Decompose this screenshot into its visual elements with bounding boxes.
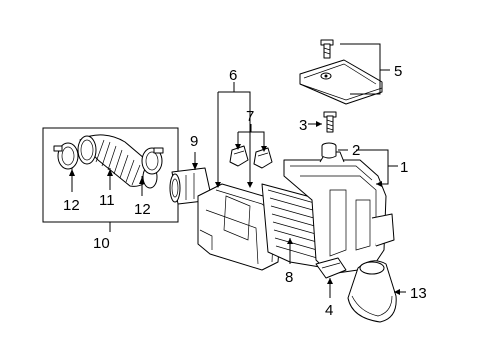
leader-7 [237,131,265,150]
arrow-3 [316,121,322,127]
clamp-right [141,147,164,175]
callout-2: 2 [352,142,360,159]
duct-13 [347,260,397,323]
callout-4: 4 [325,302,333,319]
bolt-top [320,39,334,59]
callout-12-right: 12 [134,201,151,218]
callout-7: 7 [246,108,254,125]
clip-left [229,145,249,167]
arrow-11 [107,169,113,176]
callout-5: 5 [394,63,402,80]
grommet-2 [321,142,337,159]
arrow-6-left [215,182,221,188]
clip-right [253,147,273,169]
arrow-4 [327,278,333,284]
air-cleaner-upper-housing [283,151,395,275]
air-filter-element [261,183,327,269]
callout-8: 8 [285,269,293,286]
arrow-7-right [261,146,267,152]
callout-1: 1 [400,159,408,176]
bracket-4 [315,257,347,279]
arrow-13 [394,289,400,295]
engine-cover [299,59,383,105]
callout-13: 13 [410,285,427,302]
arrow-12-right [139,177,145,184]
arrow-9 [192,163,198,170]
callout-10: 10 [93,235,110,252]
leader-5 [340,43,381,95]
leader-6 [217,91,251,182]
intake-hose [77,134,159,189]
arrow-6-right [247,182,253,188]
arrow-7-left [235,144,241,150]
callout-12-left: 12 [63,197,80,214]
callout-6: 6 [229,67,237,84]
callout-3: 3 [299,117,307,134]
callout-9: 9 [190,133,198,150]
callout-11: 11 [99,192,115,209]
arrow-12-left [69,169,75,176]
clamp-left [53,142,79,170]
arrow-8 [287,238,293,244]
bolt-3 [323,111,337,133]
arrow-1 [376,181,382,187]
